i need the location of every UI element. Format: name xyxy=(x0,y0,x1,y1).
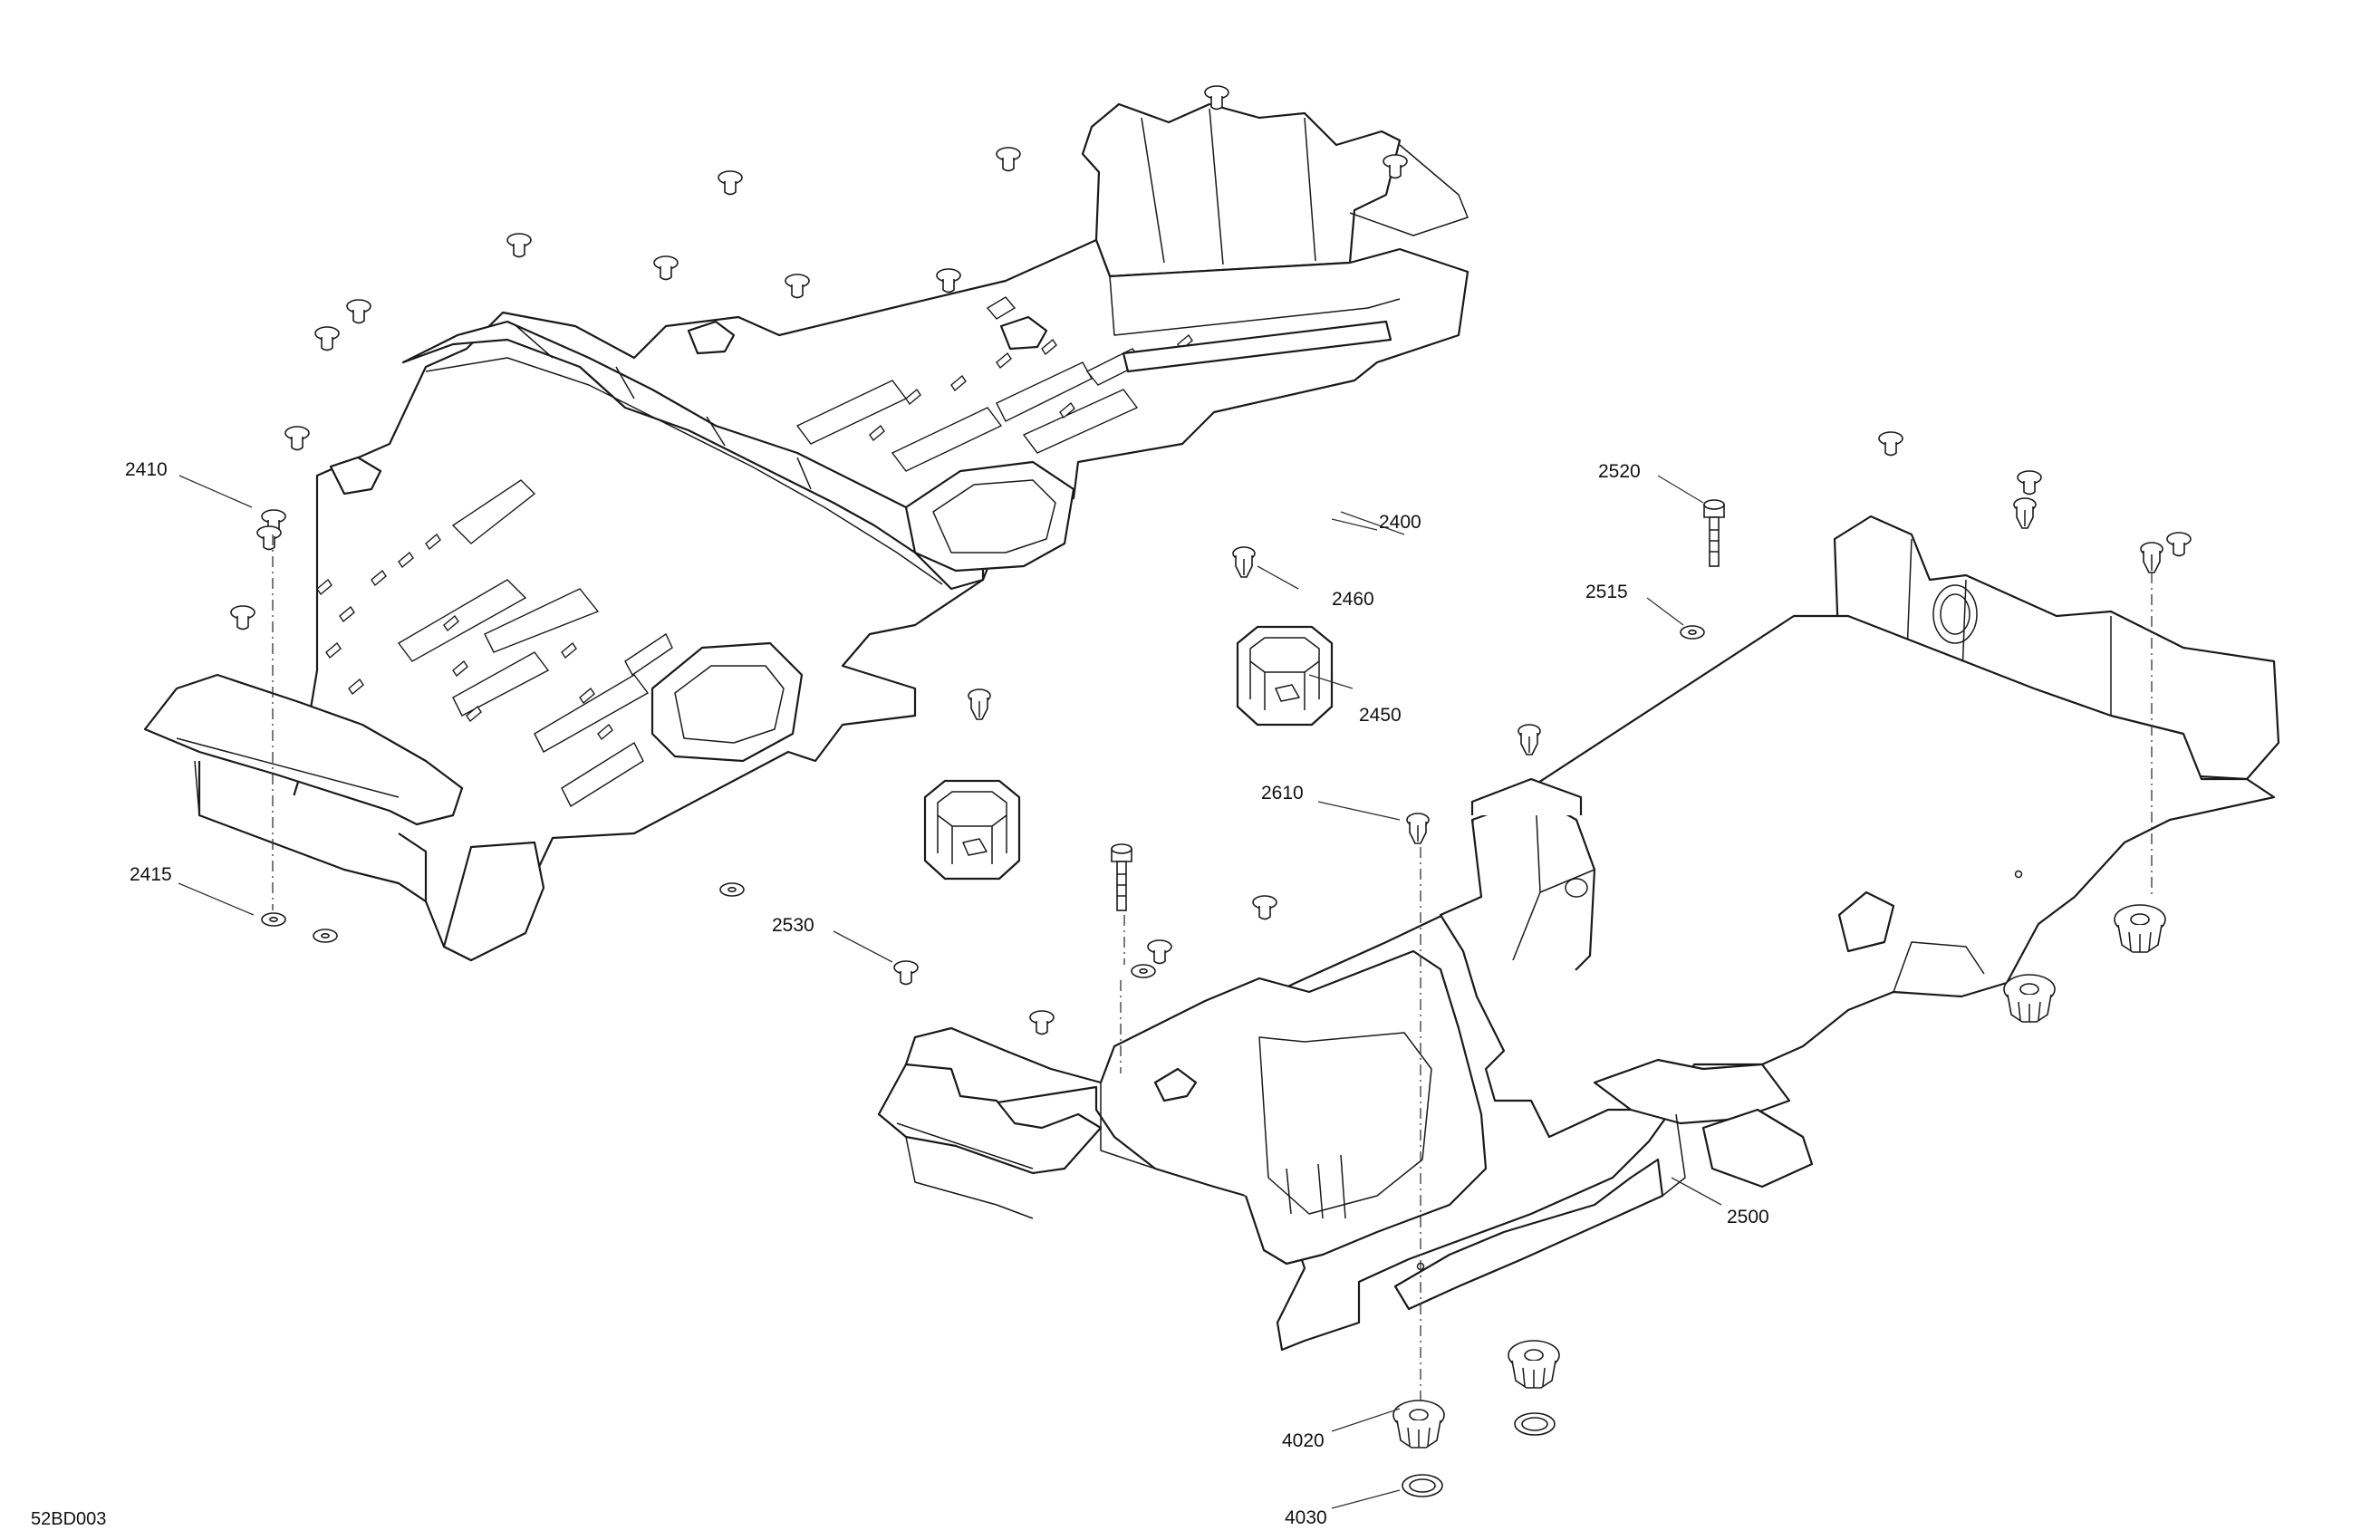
callout-2500: 2500 xyxy=(1727,1207,1769,1227)
leader-lines xyxy=(178,475,1722,1509)
callout-2515: 2515 xyxy=(1585,582,1628,602)
callout-2400: 2400 xyxy=(1379,512,1421,533)
assembly-axes xyxy=(272,534,2153,1404)
callout-2610: 2610 xyxy=(1261,783,1304,804)
callout-labels: 2400 2410 2415 2450 2460 2500 2515 2520 … xyxy=(125,459,1769,1528)
callout-2415: 2415 xyxy=(130,864,172,885)
callout-2450: 2450 xyxy=(1359,705,1402,726)
callout-2520: 2520 xyxy=(1598,461,1641,482)
floor-panel-2500 xyxy=(877,515,2280,1352)
callout-2460: 2460 xyxy=(1332,589,1374,610)
diagram-reference-code: 52BD003 xyxy=(31,1509,106,1529)
callout-4030: 4030 xyxy=(1285,1507,1327,1528)
callout-2530: 2530 xyxy=(772,915,814,936)
callout-2410: 2410 xyxy=(125,459,168,480)
floor-panel-2400 xyxy=(143,102,1469,962)
callout-4020: 4020 xyxy=(1282,1430,1325,1451)
